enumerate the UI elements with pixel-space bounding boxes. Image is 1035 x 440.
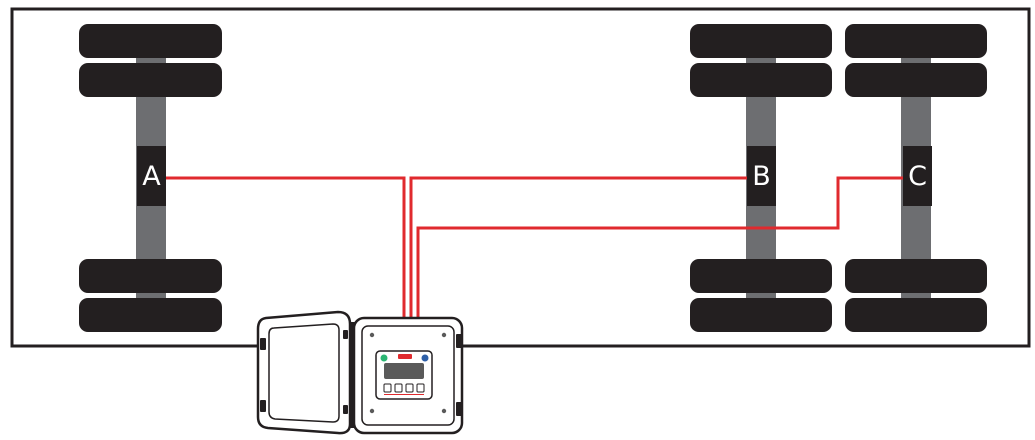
axle-b-tire-bottom-inner	[690, 259, 832, 293]
wire-axle-c	[416, 176, 903, 322]
wire-axle-b	[409, 176, 747, 322]
wire-axle-a	[166, 176, 406, 322]
indicator-display	[384, 363, 424, 379]
axle-a: A	[79, 24, 222, 332]
enclosure-door	[256, 310, 352, 435]
axle-b-tire-top-outer	[690, 24, 832, 58]
axle-b-tire-bottom-outer	[690, 298, 832, 332]
enclosure-body	[352, 316, 464, 435]
axle-c-label: C	[908, 161, 927, 192]
axle-c-label-box	[903, 146, 932, 206]
axle-a-tire-top-inner	[79, 63, 222, 97]
axle-b: B	[690, 24, 832, 332]
axle-c-tire-bottom-outer	[845, 298, 987, 332]
wall-mount-scale-indicator-icon	[256, 310, 464, 435]
axle-b-tire-top-inner	[690, 63, 832, 97]
axle-c: C	[845, 24, 987, 332]
indicator-keypad	[383, 383, 425, 393]
axle-a-tire-bottom-inner	[79, 259, 222, 293]
axle-c-tire-top-inner	[845, 63, 987, 97]
axle-c-tire-top-outer	[845, 24, 987, 58]
axle-a-tire-bottom-outer	[79, 298, 222, 332]
axle-a-tire-top-outer	[79, 24, 222, 58]
axle-a-label: A	[142, 161, 161, 192]
axle-b-label-box	[747, 146, 776, 206]
axle-c-tire-bottom-inner	[845, 259, 987, 293]
axle-a-label-box	[137, 146, 166, 206]
axle-b-label: B	[752, 161, 771, 192]
